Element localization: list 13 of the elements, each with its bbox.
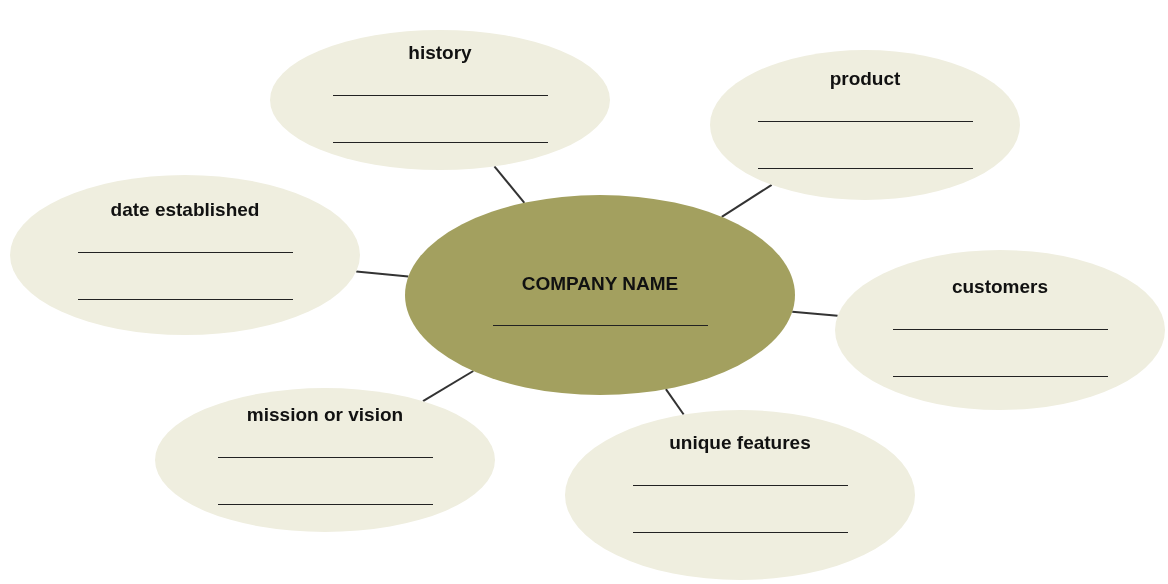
topic-heading: product xyxy=(828,68,902,90)
topic-heading: unique features xyxy=(668,432,812,454)
topic-heading: customers xyxy=(950,276,1050,298)
topic-heading: mission or vision xyxy=(245,404,405,426)
topic-heading: COMPANY NAME xyxy=(520,273,680,295)
connector-line xyxy=(493,165,526,204)
connector-line xyxy=(422,370,475,403)
connector-line xyxy=(664,388,685,416)
connector-line xyxy=(791,310,839,317)
connector-line xyxy=(720,183,773,218)
topic-heading: date established xyxy=(109,199,261,221)
connector-line xyxy=(355,270,410,278)
topic-heading: history xyxy=(407,42,473,64)
